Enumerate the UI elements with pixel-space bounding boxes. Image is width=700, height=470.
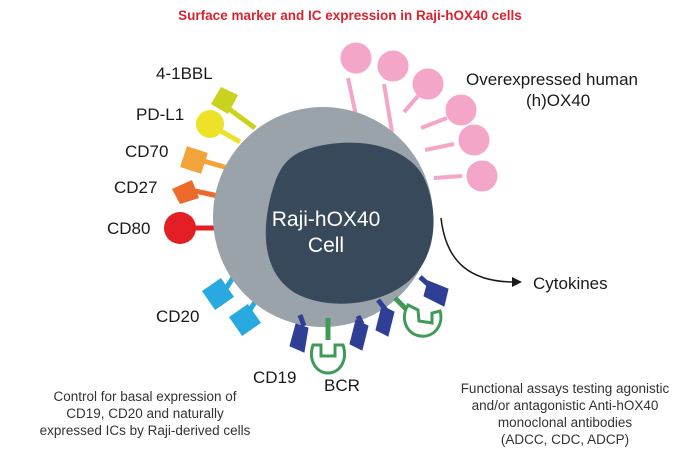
note-right-line2: and/or antagonistic Anti-hOX40 (471, 398, 659, 413)
cell-label-line1: Raji-hOX40 (272, 208, 381, 231)
note-right-line3: monoclonal antibodies (497, 415, 633, 430)
label-ox40-line2: (h)OX40 (526, 91, 591, 110)
label-ox40-line1: Overexpressed human (466, 70, 638, 89)
marker-cd20 (201, 268, 265, 337)
label-4-1bbl: 4-1BBL (156, 64, 213, 83)
ox40-receptors (340, 42, 498, 192)
note-left-line2: CD19, CD20 and naturally (66, 406, 224, 421)
note-right-line1: Functional assays testing agonistic (460, 381, 670, 396)
ligand-cd70 (180, 146, 229, 174)
ligand-pd-l1 (196, 110, 242, 145)
label-bcr: BCR (324, 376, 360, 395)
note-right-line4: (ADCC, CDC, ADCP) (500, 432, 630, 447)
label-cd70: CD70 (125, 142, 169, 161)
cell-label-line2: Cell (308, 234, 344, 257)
label-pd-l1: PD-L1 (136, 105, 185, 124)
cytokines-arrow (440, 217, 519, 283)
marker-cd19 (289, 275, 449, 353)
ligand-4-1bbl (211, 87, 257, 131)
cell-nucleus (265, 142, 434, 304)
note-left-line3: expressed ICs by Raji-derived cells (39, 423, 251, 438)
marker-bcr (310, 296, 443, 375)
label-cytokines: Cytokines (533, 274, 608, 293)
label-cd80: CD80 (107, 219, 151, 238)
arrow-head-icon (512, 277, 522, 287)
label-cd27: CD27 (114, 178, 158, 197)
note-right: Functional assays testing agonistic and/… (430, 380, 700, 448)
note-left-line1: Control for basal expression of (53, 389, 237, 404)
label-cd19: CD19 (253, 368, 297, 387)
note-left: Control for basal expression of CD19, CD… (0, 388, 290, 439)
figure-title: Surface marker and IC expression in Raji… (178, 8, 522, 23)
label-cd20: CD20 (156, 307, 200, 326)
